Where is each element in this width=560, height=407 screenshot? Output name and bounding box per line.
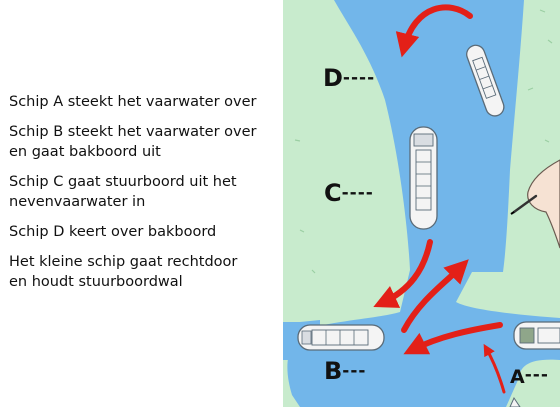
statement-list: Schip A steekt het vaarwater over Schip … (9, 92, 281, 302)
hand-icon (510, 159, 560, 249)
label-ship-a-letter: A (510, 366, 525, 388)
arrow-ship-c (373, 239, 433, 308)
ship-b (297, 324, 385, 351)
waterway-map (283, 0, 560, 407)
label-ship-c-letter: C (324, 179, 342, 207)
label-ship-a-dashes: --- (524, 365, 549, 385)
label-ship-c-dashes: ---- (341, 183, 374, 203)
small-ship (509, 396, 521, 407)
label-ship-b-letter: B (324, 357, 343, 385)
ship-d (466, 44, 505, 117)
statement-small-ship: Het kleine schip gaat rechtdoor en houdt… (9, 254, 238, 290)
label-ship-d-dashes: ---- (342, 68, 376, 88)
arrow-ship-b-bakboord (401, 259, 469, 333)
arrow-ship-b-alt (403, 322, 503, 355)
statement-ship-c: Schip C gaat stuurboord uit het nevenvaa… (9, 174, 237, 210)
ship-c (409, 126, 438, 230)
statement-ship-d: Schip D keert over bakboord (9, 224, 217, 240)
label-ship-d-letter: D (323, 64, 343, 92)
label-ship-b: B--- (324, 357, 366, 385)
label-ship-d: D---- (323, 64, 375, 92)
label-ship-a: A--- (510, 365, 549, 388)
statement-ship-a: Schip A steekt het vaarwater over (9, 94, 257, 110)
ship-a (513, 321, 560, 350)
arrows (373, 4, 506, 394)
label-ship-c: C---- (324, 179, 374, 207)
arrow-ship-a (483, 343, 506, 394)
label-ship-b-dashes: --- (342, 361, 367, 381)
arrow-ship-d-turn (395, 4, 473, 58)
statement-ship-b: Schip B steekt het vaarwater over en gaa… (9, 124, 257, 160)
